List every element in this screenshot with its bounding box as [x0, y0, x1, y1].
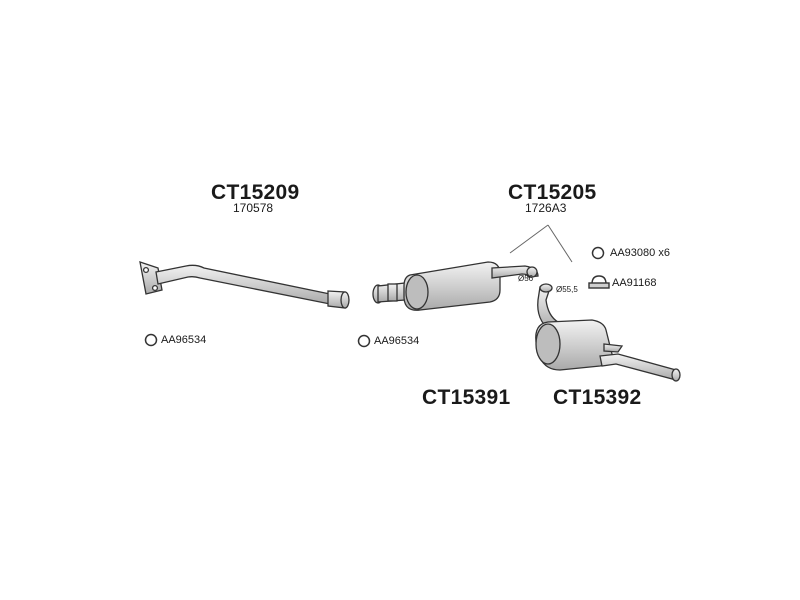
front-pipe-ref: 170578 — [233, 201, 274, 215]
flange-hole-icon — [142, 266, 150, 274]
gasket-ring-icon[interactable] — [357, 334, 371, 348]
clamp-label: AA91168 — [612, 277, 657, 289]
flange-hole-icon — [151, 284, 159, 292]
middle-silencer-code: CT15391 — [422, 386, 511, 409]
rear-silencer-end-cap — [535, 323, 561, 365]
outlet-opening — [526, 266, 538, 278]
middle-silencer[interactable] — [372, 261, 539, 311]
middle-silencer-end-cap — [405, 274, 429, 310]
gasket-left-label: AA96534 — [161, 334, 207, 346]
middle-group-code: CT15205 — [508, 181, 597, 204]
gasket-ring-icon[interactable] — [144, 333, 158, 347]
rear-silencer[interactable] — [535, 283, 681, 382]
gasket-mid-label: AA96534 — [374, 335, 420, 347]
inlet-coupling — [387, 283, 398, 302]
diameter-56-label: Ø56 — [518, 274, 534, 283]
rear-silencer-code: CT15392 — [553, 386, 642, 409]
diameter-55-5-label: Ø55,5 — [556, 285, 578, 294]
clamp-icon[interactable] — [588, 275, 610, 289]
front-pipe-end-opening — [340, 291, 350, 309]
gaskets-label: AA93080 x6 — [610, 247, 670, 259]
front-pipe[interactable] — [139, 261, 350, 309]
rear-inlet-opening — [539, 283, 553, 293]
front-pipe-tube — [155, 264, 331, 305]
front-pipe-code: CT15209 — [211, 181, 300, 204]
group-leader-lines — [509, 224, 573, 263]
tail-pipe — [599, 353, 677, 381]
gasket-ring-icon[interactable] — [591, 246, 605, 260]
rear-silencer-hanger — [603, 343, 624, 353]
tail-pipe-opening — [671, 368, 681, 382]
middle-group-ref: 1726A3 — [525, 201, 567, 215]
